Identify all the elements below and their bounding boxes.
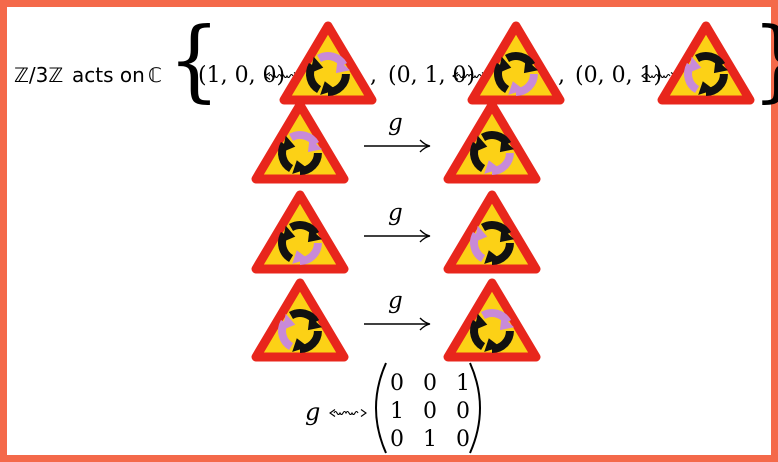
right-arrow-icon: [364, 317, 431, 331]
transition-row: g: [251, 278, 541, 358]
matrix-entry: 0: [456, 427, 470, 452]
matrix-entry: 1: [423, 427, 437, 452]
roundabout-warning-sign-icon: [443, 190, 541, 270]
acts-on-label: acts on: [72, 63, 145, 87]
separator-comma: ,: [370, 63, 377, 88]
transition-rows: g g g: [251, 100, 541, 358]
arrow-label: g: [388, 200, 403, 226]
matrix-entry: 0: [456, 399, 470, 424]
group-symbol: ℤ/3ℤ: [14, 63, 63, 87]
roundabout-warning-sign-icon: [279, 21, 377, 101]
roundabout-warning-sign-icon: [443, 278, 541, 358]
arrow-label: g: [388, 110, 403, 136]
field-symbol: ℂ: [148, 63, 162, 87]
matrix-entry: 0: [390, 371, 404, 396]
basis-list: (1, 0, 0), (0, 1, 0), (0, 0, 1): [198, 21, 755, 101]
left-brace: {: [168, 10, 220, 113]
right-arrow-icon: [364, 139, 431, 153]
separator-comma: ,: [558, 63, 565, 88]
matrix-left-paren: [375, 362, 387, 454]
roundabout-warning-sign-icon: [443, 100, 541, 180]
matrix-entry: 1: [456, 371, 470, 396]
arrow-label: g: [388, 288, 403, 314]
basis-vector: (1, 0, 0): [198, 63, 285, 88]
right-arrow-icon: [364, 229, 431, 243]
matrix-entry: 0: [423, 399, 437, 424]
right-brace: }: [752, 10, 778, 113]
roundabout-warning-sign-icon: [251, 190, 349, 270]
squiggly-double-arrow-icon: [329, 409, 367, 417]
matrix-entry: 0: [423, 371, 437, 396]
transition-row: g: [251, 100, 541, 180]
squiggly-double-arrow-icon: [329, 409, 367, 417]
transition-row: g: [251, 190, 541, 270]
matrix-right-paren: [469, 362, 481, 454]
basis-vector: (0, 0, 1): [575, 63, 662, 88]
matrix-symbol: g: [305, 398, 320, 426]
matrix-entry: 1: [390, 399, 404, 424]
matrix-entry: 0: [390, 427, 404, 452]
roundabout-warning-sign-icon: [251, 278, 349, 358]
roundabout-warning-sign-icon: [467, 21, 565, 101]
roundabout-warning-sign-icon: [251, 100, 349, 180]
roundabout-warning-sign-icon: [657, 21, 755, 101]
basis-vector: (0, 1, 0): [388, 63, 475, 88]
